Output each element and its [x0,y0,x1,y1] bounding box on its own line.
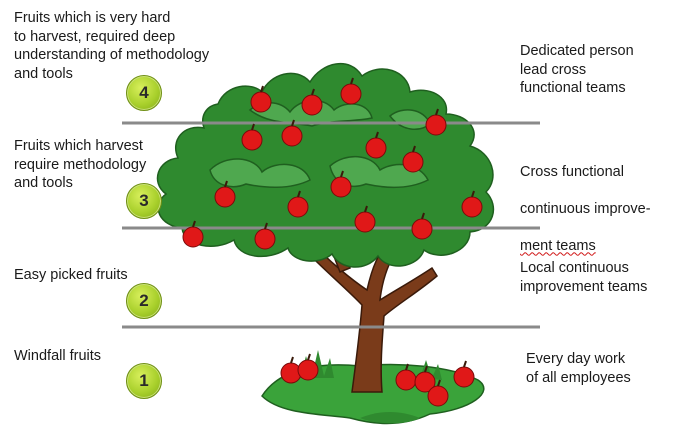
level-2-fruit-description: Easy picked fruits [14,266,184,285]
level-2-badge: 2 [126,283,162,319]
level-2-team-description: Local continuous improvement teams [520,259,680,296]
level-1-team-description: Every day work of all employees [526,350,676,387]
level-3-team-line: Cross functional [520,163,680,182]
apple-icon [298,354,318,380]
level-3-team-line: continuous improve- [520,200,680,219]
tree-foliage [157,64,493,267]
level-3-badge: 3 [126,183,162,219]
level-4-team-description: Dedicated person lead cross functional t… [520,42,675,98]
level-4-fruit-description: Fruits which is very hard to harvest, re… [14,9,259,83]
misspelled-word: ment teams [520,238,596,254]
level-3-fruit-description: Fruits which harvest require methodology… [14,137,199,193]
level-3-team-description: Cross functional continuous improve- men… [520,144,680,274]
level-1-badge: 1 [126,363,162,399]
level-4-badge: 4 [126,75,162,111]
apple-icon [454,361,474,387]
level-3-team-line: ment teams [520,237,680,256]
